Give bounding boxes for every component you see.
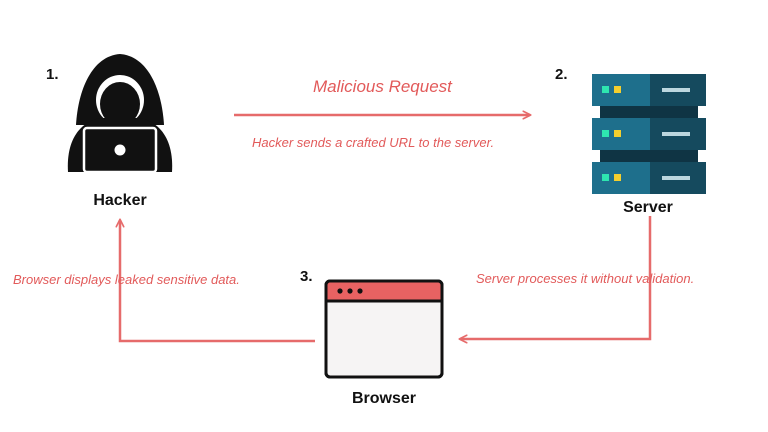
step-number-hacker: 1.: [46, 66, 59, 83]
arrow-browser-to-hacker: [120, 220, 315, 343]
server-label: Server: [623, 199, 673, 216]
hacker-label: Hacker: [93, 192, 147, 209]
server-rack-icon: [592, 74, 706, 194]
request-title: Malicious Request: [313, 77, 452, 96]
hooded-hacker-laptop-icon: [67, 54, 173, 174]
browser-label: Browser: [351, 390, 417, 407]
step-number-browser: 3.: [300, 268, 313, 285]
browser-window-icon: [324, 279, 444, 379]
request-caption: Hacker sends a crafted URL to the server…: [252, 135, 495, 150]
arrow-server-to-browser: [460, 216, 652, 339]
server-caption: Server processes it without validation.: [476, 271, 695, 286]
step-number-server: 2.: [555, 66, 568, 83]
browser-caption: Browser displays leaked sensitive data.: [13, 272, 240, 287]
